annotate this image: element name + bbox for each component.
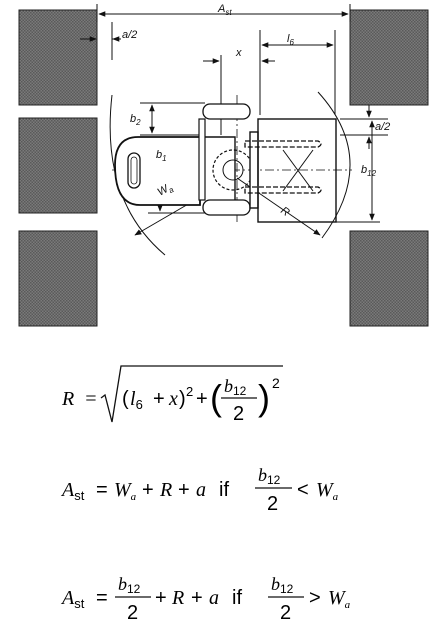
a-half-right-label: a/2	[375, 121, 390, 133]
fork-lower	[244, 186, 322, 194]
formula-ast-case2: Ast = b12 2 + R + a if b12 2 > Wa	[60, 574, 351, 624]
forklift	[114, 103, 322, 216]
formula-ast1-den: 2	[267, 493, 278, 515]
formula-ast1-plus2: +	[178, 479, 190, 501]
b2-label: b2	[130, 113, 141, 127]
svg-text:): )	[258, 377, 270, 418]
pallet-load	[257, 118, 337, 223]
rack-top-left	[18, 9, 98, 106]
formula-ast2-wa: Wa	[328, 587, 351, 611]
b1-label: b1	[156, 149, 167, 163]
formula-r-lhs: R	[61, 388, 74, 410]
formula-ast1-wa: Wa	[114, 479, 137, 503]
diagram-labels: Ast a/2 x l6 b2 b1 a/2 b12 Wa R	[121, 3, 390, 219]
forklift-turning-diagram: Ast a/2 x l6 b2 b1 a/2 b12 Wa R	[18, 3, 429, 327]
formula-ast2-op: >	[309, 587, 321, 609]
drive-wheel-bottom	[202, 199, 251, 216]
formula-r-x: x	[168, 388, 178, 410]
formula-ast1-op: <	[297, 479, 309, 501]
b12-label: b12	[361, 164, 377, 178]
formula-r-sq1: 2	[186, 384, 193, 399]
formula-ast1-if: if	[219, 479, 229, 501]
formula-ast1-b12: b12	[258, 465, 281, 487]
formula-r-paren-close: )	[179, 388, 186, 410]
formula-ast-case1: Ast = Wa + R + a if b12 2 < Wa	[60, 465, 339, 515]
r-label: R	[278, 205, 291, 219]
formula-r-eq: =	[84, 388, 98, 410]
formula-ast2-lhs: Ast	[60, 587, 85, 611]
formula-ast2-eq: =	[96, 587, 108, 609]
formula-ast2-a: a	[209, 587, 219, 609]
formula-r-l6: l6	[130, 388, 143, 412]
steering-slot	[127, 152, 141, 189]
formula-ast2-den2: 2	[280, 602, 291, 624]
rack-top-right	[349, 9, 429, 106]
formula-ast2-plus1: +	[155, 587, 167, 609]
formula-r-sq2: 2	[272, 375, 280, 391]
formula-ast2-b12: b12	[118, 574, 141, 596]
rack-blocks	[18, 9, 429, 327]
ast-label: Ast	[217, 3, 232, 17]
drive-wheel-top	[202, 103, 251, 120]
formula-ast2-r: R	[171, 587, 184, 609]
formula-ast1-a: a	[196, 479, 206, 501]
formula-ast1-r: R	[159, 479, 172, 501]
formula-r-b12: b12	[224, 376, 247, 398]
x-label: x	[235, 47, 242, 59]
l6-label: l6	[287, 33, 294, 47]
rack-bottom-right	[349, 230, 429, 327]
formula-r-plus1: +	[153, 388, 165, 410]
formula-r: R = ( l6 + x ) 2 + ( b12 2 ) 2	[61, 365, 283, 425]
formula-ast1-wa2: Wa	[316, 479, 339, 503]
formula-r-den: 2	[233, 403, 244, 425]
formula-ast1-plus1: +	[142, 479, 154, 501]
formula-ast1-lhs: Ast	[60, 479, 85, 503]
a-half-top-label: a/2	[122, 29, 137, 41]
svg-text:(: (	[210, 377, 222, 418]
formula-ast2-plus2: +	[191, 587, 203, 609]
formula-r-plus2: +	[196, 388, 208, 410]
formula-ast2-if: if	[232, 587, 242, 609]
formula-ast1-eq: =	[96, 479, 108, 501]
fork-upper	[244, 140, 322, 148]
rack-middle-left	[18, 117, 98, 214]
svg-text:(: (	[122, 388, 129, 410]
formula-ast2-b12-2: b12	[271, 574, 294, 596]
wa-label: Wa	[156, 181, 176, 201]
rack-bottom-left	[18, 230, 98, 327]
sqrt-sign	[100, 365, 283, 423]
formula-ast2-den: 2	[127, 602, 138, 624]
